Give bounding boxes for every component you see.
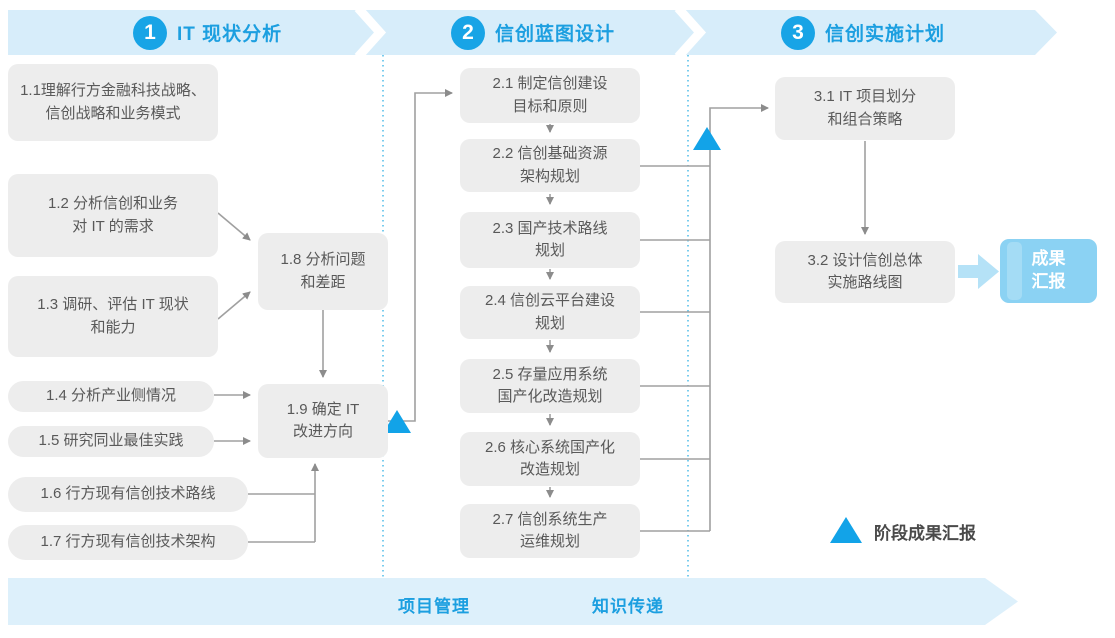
task-box-1-8: 1.8 分析问题 和差距 bbox=[258, 233, 388, 310]
task-box-2-5: 2.5 存量应用系统 国产化改造规划 bbox=[460, 359, 640, 413]
task-box-1-3: 1.3 调研、评估 IT 现状 和能力 bbox=[8, 276, 218, 357]
task-box-3-1: 3.1 IT 项目划分 和组合策略 bbox=[775, 77, 955, 140]
task-box-2-6: 2.6 核心系统国产化 改造规划 bbox=[460, 432, 640, 486]
chevron-separator-1 bbox=[354, 4, 387, 61]
task-box-3-2: 3.2 设计信创总体 实施路线图 bbox=[775, 241, 955, 303]
bottom-band-label-project-management: 项目管理 bbox=[398, 597, 470, 616]
task-box-1-4: 1.4 分析产业侧情况 bbox=[8, 381, 214, 412]
milestone-triangle-phase1 bbox=[383, 410, 411, 433]
phase-3-title: 信创实施计划 bbox=[825, 24, 946, 45]
task-box-1-1: 1.1理解行方金融科技战略、 信创战略和业务模式 bbox=[8, 64, 218, 141]
task-box-1-7: 1.7 行方现有信创技术架构 bbox=[8, 525, 248, 560]
milestone-triangle-phase2 bbox=[693, 127, 721, 150]
legend-label: 阶段成果汇报 bbox=[874, 524, 976, 543]
phase-header-2: 2 信创蓝图设计 bbox=[451, 15, 615, 50]
task-box-2-2: 2.2 信创基础资源 架构规划 bbox=[460, 139, 640, 192]
phase-1-title: IT 现状分析 bbox=[177, 24, 283, 45]
task-box-1-6: 1.6 行方现有信创技术路线 bbox=[8, 477, 248, 512]
legend-triangle-icon bbox=[830, 517, 862, 543]
task-box-1-5: 1.5 研究同业最佳实践 bbox=[8, 426, 214, 457]
phase-3-number-badge: 3 bbox=[781, 15, 815, 50]
task-box-1-2: 1.2 分析信创和业务 对 IT 的需求 bbox=[8, 174, 218, 257]
phase-2-number-badge: 2 bbox=[451, 15, 485, 50]
task-box-2-4: 2.4 信创云平台建设 规划 bbox=[460, 286, 640, 339]
bottom-band bbox=[8, 578, 1018, 625]
task-box-2-1: 2.1 制定信创建设 目标和原则 bbox=[460, 68, 640, 123]
task-box-2-3: 2.3 国产技术路线 规划 bbox=[460, 212, 640, 268]
phase-2-title: 信创蓝图设计 bbox=[495, 24, 616, 45]
phase-header-3: 3 信创实施计划 bbox=[781, 15, 945, 50]
task-box-2-7: 2.7 信创系统生产 运维规划 bbox=[460, 504, 640, 558]
chevron-separator-2 bbox=[674, 4, 707, 61]
result-report-box: 成果 汇报 bbox=[1000, 239, 1097, 303]
result-arrow-icon bbox=[958, 254, 999, 289]
bottom-band-label-knowledge-transfer: 知识传递 bbox=[592, 597, 664, 616]
phase-1-number-badge: 1 bbox=[133, 15, 167, 50]
phase-header-1: 1 IT 现状分析 bbox=[133, 15, 282, 50]
task-box-1-9: 1.9 确定 IT 改进方向 bbox=[258, 384, 388, 458]
